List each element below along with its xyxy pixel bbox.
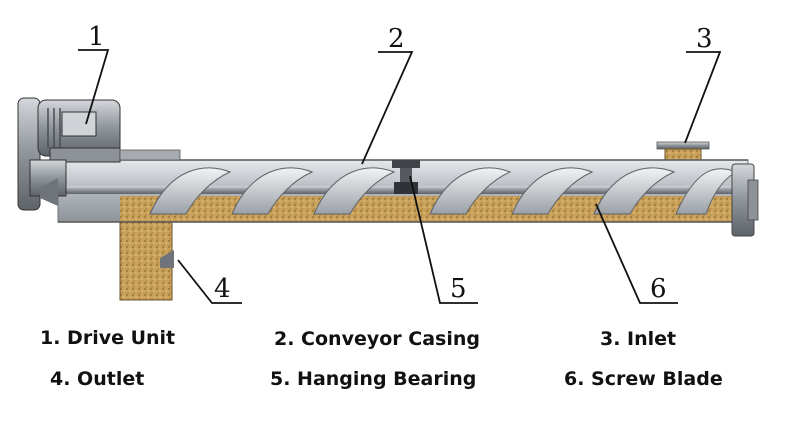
flange-icon [731,163,759,237]
outlet-chute [119,211,174,301]
callout-2: 2 [388,24,405,54]
callout-3: 3 [696,24,713,54]
callout-6: 6 [650,274,667,304]
callout-5: 5 [450,274,467,304]
drive-unit [17,97,181,211]
legend-screw-blade: 6. Screw Blade [564,368,723,390]
leader-lines [78,49,722,304]
callout-1: 1 [88,22,105,52]
legend-inlet: 3. Inlet [600,328,677,350]
legend-conveyor-casing: 2. Conveyor Casing [274,328,480,350]
legend-hanging-bearing: 5. Hanging Bearing [270,368,477,390]
motor-icon [49,111,121,163]
callout-4: 4 [214,274,231,304]
legend-outlet: 4. Outlet [50,368,145,390]
legend-drive-unit: 1. Drive Unit [40,327,176,349]
